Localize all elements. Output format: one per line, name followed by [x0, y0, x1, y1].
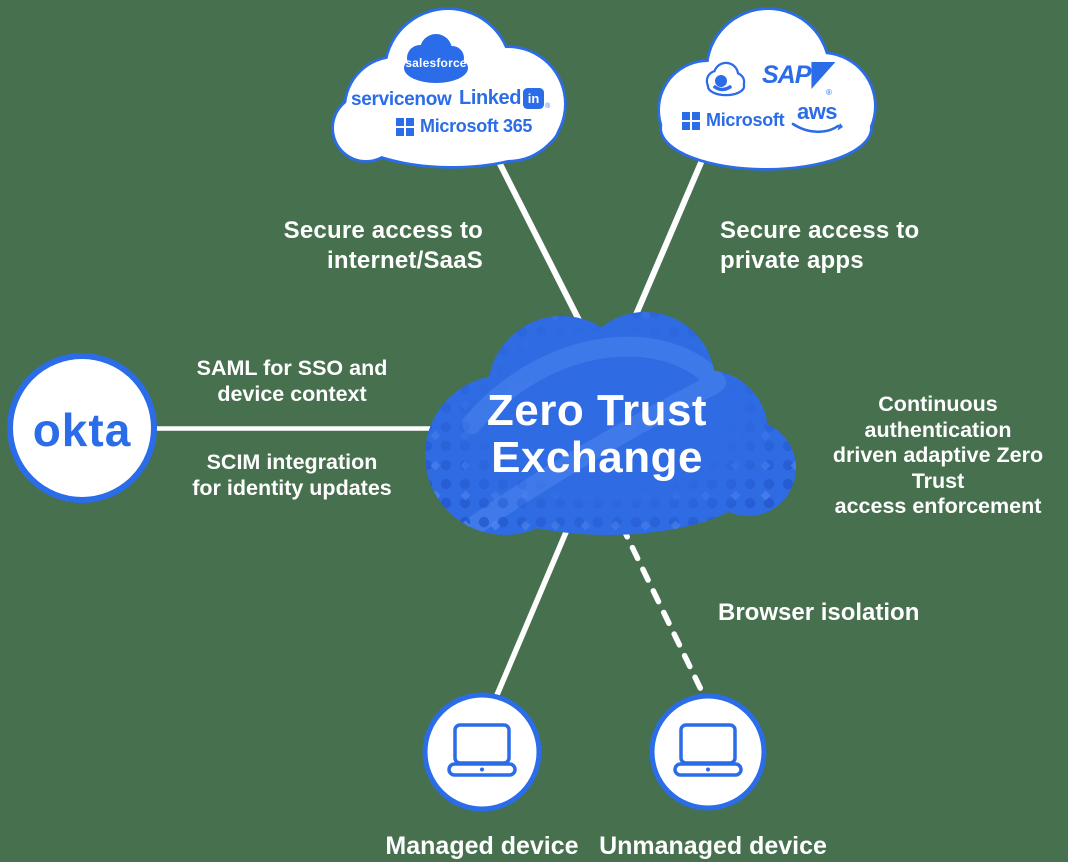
salesforce-cloud-icon — [404, 34, 468, 83]
continuous-auth-label: Continuous authentication driven adaptiv… — [832, 392, 1044, 518]
aws-logo: aws — [791, 99, 843, 136]
sap-slant-icon — [811, 62, 836, 89]
aws-smile-icon — [791, 122, 843, 134]
connector-saas-line — [494, 156, 588, 334]
connector-private-apps-line — [629, 156, 706, 326]
managed-device-circle — [422, 692, 542, 812]
saml-label: SAML for SSO and device context — [196, 356, 388, 406]
zero-trust-exchange-title: Zero Trust Exchange — [486, 386, 708, 482]
browser-isolation-label: Browser isolation — [718, 599, 920, 626]
microsoft-wordmark: Microsoft — [706, 110, 785, 130]
private-apps-cloud-shape — [657, 7, 877, 171]
scim-label: SCIM integration for identity updates — [192, 450, 392, 500]
servicenow-logo: servicenow — [351, 89, 452, 110]
laptop-icon — [447, 723, 517, 777]
okta-logo: okta — [32, 404, 132, 456]
okta-circle — [7, 353, 157, 503]
aws-wordmark: aws — [796, 99, 838, 124]
linkedin-logo: Linked in ® — [459, 87, 550, 110]
linkedin-in-icon: in — [523, 88, 545, 109]
sap-wordmark: SAP — [762, 61, 811, 89]
connector-managed-line — [491, 516, 575, 704]
unmanaged-device-circle — [649, 693, 767, 811]
unmanaged-device-label: Unmanaged device — [599, 832, 827, 860]
managed-device-label: Managed device — [385, 832, 579, 860]
registered-mark: ® — [545, 103, 551, 110]
microsoft-365-wordmark: Microsoft 365 — [420, 116, 533, 136]
microsoft-logo: Microsoft — [682, 110, 785, 131]
cloud-icon — [705, 61, 746, 97]
laptop-icon — [673, 723, 743, 777]
private-apps-access-label: Secure access to private apps — [720, 217, 920, 274]
sap-logo: SAP — [762, 61, 836, 89]
microsoft-squares-icon — [682, 111, 700, 130]
saas-cloud-shape — [331, 7, 567, 169]
connector-unmanaged-dashed-line — [619, 523, 710, 705]
registered-mark: ® — [826, 88, 832, 97]
linkedin-wordmark: Linked — [459, 87, 522, 109]
saas-access-label: Secure access to internet/SaaS — [283, 217, 483, 274]
microsoft-squares-icon — [396, 117, 414, 136]
zero-trust-exchange-cloud — [425, 312, 796, 535]
microsoft-365-logo: Microsoft 365 — [396, 116, 532, 137]
salesforce-logo: salesforce — [405, 56, 467, 70]
connector-lines — [150, 156, 710, 705]
